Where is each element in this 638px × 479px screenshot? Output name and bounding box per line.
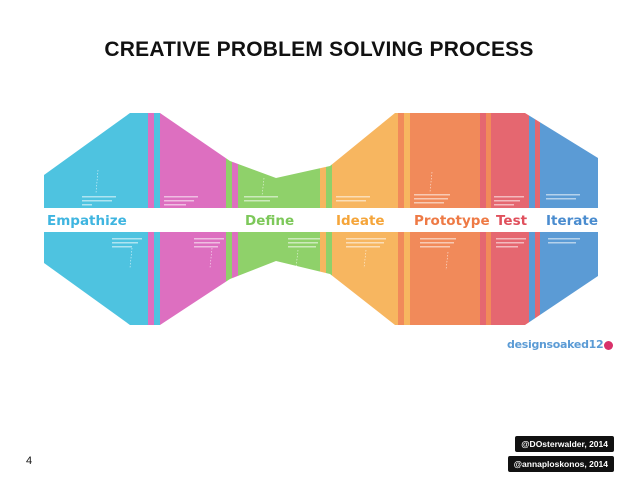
stage-label-ideate: Ideate xyxy=(336,213,385,229)
note-lines xyxy=(82,194,580,248)
logo-text: designsoaked12 xyxy=(507,338,604,351)
stage-label-iterate: Iterate xyxy=(546,213,598,229)
stage-label-test: Test xyxy=(496,213,528,229)
page-title: CREATIVE PROBLEM SOLVING PROCESS xyxy=(104,38,534,61)
logo-badge-icon xyxy=(604,340,614,350)
center-band xyxy=(40,208,602,232)
stage-label-define: Define xyxy=(245,213,294,229)
page-number: 4 xyxy=(26,455,33,467)
dashed-connectors xyxy=(95,169,449,271)
stage-label-empathize: Empathize xyxy=(47,213,127,229)
credit-osterwalder: @DOsterwalder, 2014 xyxy=(515,436,614,452)
credit-ploskonos: @annaploskonos, 2014 xyxy=(507,456,614,472)
stage-label-prototype: Prototype xyxy=(414,213,490,229)
designsoaked-logo: designsoaked12 xyxy=(507,338,614,354)
